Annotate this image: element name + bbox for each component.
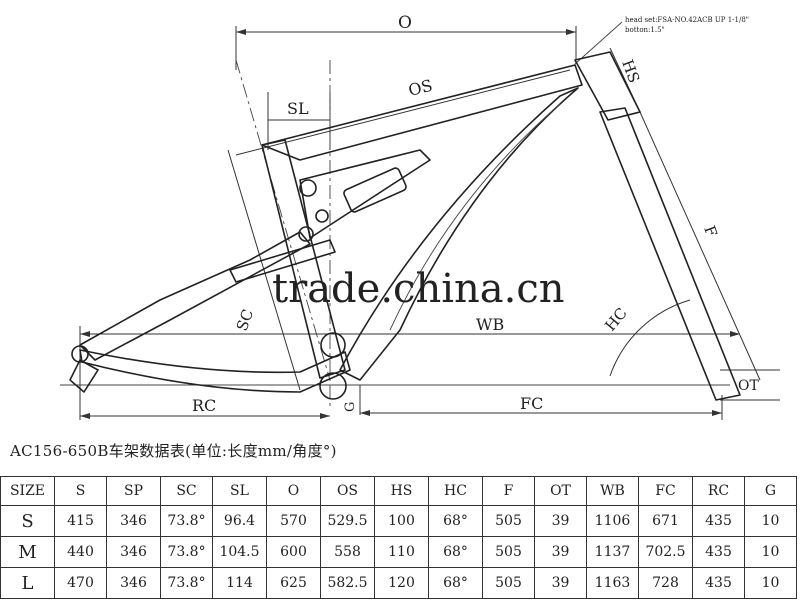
table-cell: 100 [374, 505, 429, 537]
column-header: OT [534, 476, 587, 506]
label-rc: RC [192, 396, 216, 415]
bike-frame [69, 51, 741, 401]
label-g: G [343, 402, 358, 412]
table-cell: 435 [692, 536, 745, 568]
label-o: O [398, 13, 412, 33]
dimension-hc: HC [601, 299, 691, 377]
table-cell: 529.5 [320, 505, 375, 537]
table-cell: 440 [54, 536, 107, 568]
table-cell: 600 [266, 536, 321, 568]
column-header: G [744, 476, 797, 506]
dimension-sl: SL [267, 92, 331, 150]
column-header: RC [692, 476, 745, 506]
dimension-g: G [343, 385, 361, 415]
bottom-bearing-note: botton:1.5" [625, 26, 665, 34]
table-cell: 435 [692, 505, 745, 537]
watermark: trade.china.cn [272, 266, 564, 312]
column-header: HS [374, 476, 429, 506]
frame-geometry-drawing: O head set:FSA-NO.42ACB UP 1-1/8" botton… [60, 13, 780, 420]
table-caption: AC156-650B车架数据表(单位:长度mm/角度°) [10, 442, 337, 460]
dimension-ot: OT [720, 369, 780, 401]
table-cell: 1163 [586, 567, 639, 599]
label-os: OS [406, 76, 434, 100]
table-cell: 120 [374, 567, 429, 599]
table-cell: 558 [320, 536, 375, 568]
table-cell: 505 [482, 567, 535, 599]
table-cell: 625 [266, 567, 321, 599]
table-cell: 702.5 [638, 536, 693, 568]
table-cell: 10 [744, 567, 797, 599]
column-header: FC [638, 476, 693, 506]
table-cell: 73.8° [160, 505, 213, 537]
dimension-fc: FC [360, 394, 723, 420]
table-cell: 110 [374, 536, 429, 568]
label-f: F [700, 223, 720, 239]
column-header: SIZE [0, 476, 55, 506]
table-cell: 68° [428, 567, 483, 599]
column-header: WB [586, 476, 639, 506]
table-cell: 39 [534, 505, 587, 537]
label-wb: WB [476, 315, 504, 334]
table-cell: 435 [692, 567, 745, 599]
label-sc: SC [233, 307, 257, 334]
table-cell: 10 [744, 505, 797, 537]
table-cell: 1137 [586, 536, 639, 568]
label-hs: HS [618, 57, 643, 85]
label-sl: SL [287, 99, 309, 118]
table-cell: 1106 [586, 505, 639, 537]
table-cell: 39 [534, 567, 587, 599]
table-cell: 505 [482, 505, 535, 537]
table-cell: 582.5 [320, 567, 375, 599]
label-ot: OT [738, 378, 759, 394]
table-cell: 570 [266, 505, 321, 537]
dimension-hs: HS [609, 47, 643, 113]
label-fc: FC [520, 394, 543, 413]
size-cell: M [0, 536, 55, 568]
dimension-o: O [235, 13, 577, 70]
table-cell: 39 [534, 536, 587, 568]
column-header: HC [428, 476, 483, 506]
column-header: SP [106, 476, 161, 506]
size-cell: S [0, 505, 55, 537]
table-cell: 68° [428, 505, 483, 537]
dimension-rc: RC [80, 396, 330, 419]
column-header: SC [160, 476, 213, 506]
table-cell: 104.5 [212, 536, 267, 568]
table-cell: 728 [638, 567, 693, 599]
table-cell: 10 [744, 536, 797, 568]
dimension-wb: WB [79, 315, 740, 420]
table-cell: 470 [54, 567, 107, 599]
size-cell: L [0, 567, 55, 599]
table-cell: 73.8° [160, 536, 213, 568]
table-cell: 96.4 [212, 505, 267, 537]
label-hc: HC [601, 304, 631, 334]
table-cell: 346 [106, 567, 161, 599]
table-cell: 505 [482, 536, 535, 568]
table-cell: 73.8° [160, 567, 213, 599]
table-cell: 68° [428, 536, 483, 568]
column-header: S [54, 476, 107, 506]
table-cell: 114 [212, 567, 267, 599]
table-cell: 346 [106, 536, 161, 568]
table-cell: 671 [638, 505, 693, 537]
headset-note: head set:FSA-NO.42ACB UP 1-1/8" [625, 16, 749, 24]
column-header: OS [320, 476, 375, 506]
table-cell: 346 [106, 505, 161, 537]
column-header: SL [212, 476, 267, 506]
dimension-f: F [639, 111, 761, 381]
table-cell: 415 [54, 505, 107, 537]
column-header: F [482, 476, 535, 506]
column-header: O [266, 476, 321, 506]
